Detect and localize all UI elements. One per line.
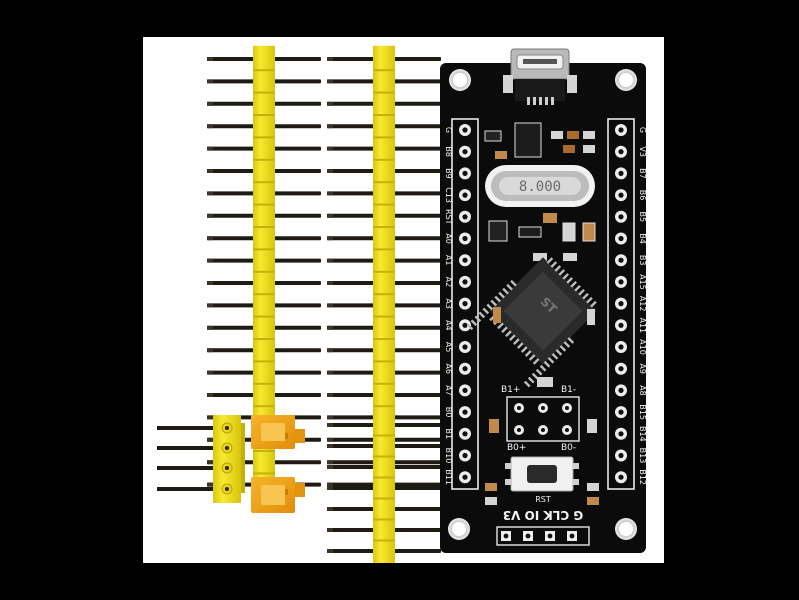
right-pin-label: A12 — [638, 296, 647, 312]
right-pin-label: B3 — [638, 255, 647, 266]
boot-label-b0-plus: B0+ — [507, 443, 526, 453]
right-pin-label: B12 — [638, 469, 647, 485]
reset-label: RST — [535, 495, 551, 504]
stm32-microcontroller: ST — [466, 257, 597, 388]
pin-header-long-middle — [327, 45, 441, 498]
right-pin-label: B15 — [638, 404, 647, 420]
jumper-cap-bottom — [251, 477, 305, 513]
left-pin-label: A3 — [444, 298, 453, 309]
right-pin-label: B13 — [638, 448, 647, 464]
left-pin-label: B0 — [444, 407, 453, 418]
left-pin-label: B8 — [444, 146, 453, 157]
reset-button: RST — [485, 456, 599, 505]
left-pin-label: A1 — [444, 255, 453, 266]
right-angle-pin-header — [157, 415, 245, 503]
swd-header: G CLK IO V3 — [496, 508, 590, 546]
mounting-hole — [615, 518, 637, 540]
pin-header-short — [327, 412, 441, 563]
right-pin-row — [615, 124, 627, 484]
right-pin-label: A11 — [638, 317, 647, 333]
boot-label-b0-minus: B0- — [561, 443, 576, 453]
right-pin-label: A15 — [638, 274, 647, 290]
right-pin-label: B5 — [638, 212, 647, 223]
micro-usb-connector — [503, 48, 577, 105]
right-pin-label: A8 — [638, 385, 647, 396]
voltage-regulator — [488, 213, 596, 261]
left-pin-label: G — [444, 127, 453, 133]
right-pin-label: B4 — [638, 233, 647, 244]
right-pin-label: A9 — [638, 363, 647, 374]
swd-label: G CLK IO V3 — [503, 508, 583, 522]
left-pin-label: C13 — [444, 187, 453, 203]
crystal-label: 8.000 — [519, 179, 561, 195]
mounting-hole — [615, 69, 637, 91]
mounting-hole — [448, 518, 470, 540]
boot-jumper-block: B1+ B1- B0+ B0- — [489, 377, 597, 453]
left-pin-label: B1 — [444, 429, 453, 440]
right-pin-label: A10 — [638, 339, 647, 355]
left-pin-label: RST — [444, 209, 453, 225]
left-pin-label: A4 — [444, 320, 453, 331]
left-pin-label: A0 — [444, 233, 453, 244]
left-pin-label: B10 — [444, 448, 453, 464]
jumper-cap-top — [251, 415, 305, 449]
left-pin-row — [459, 124, 471, 484]
left-pin-label: A6 — [444, 363, 453, 374]
boot-label-b1-minus: B1- — [561, 385, 576, 395]
mounting-hole — [449, 69, 471, 91]
right-pin-label: B14 — [638, 426, 647, 442]
smd-components — [484, 122, 595, 159]
left-pin-label: A5 — [444, 342, 453, 353]
left-pin-label: A2 — [444, 277, 453, 288]
right-pin-label: V3 — [638, 146, 647, 157]
crystal-oscillator: 8.000 — [485, 165, 595, 207]
right-pin-label: B7 — [638, 168, 647, 179]
left-pin-label: A7 — [444, 385, 453, 396]
right-pin-labels: G V3B7B6B5B4B3A15A12A11A10A9A8B15B14B13B1… — [638, 127, 647, 485]
right-pin-label: B6 — [638, 190, 647, 201]
left-pin-label: B9 — [444, 168, 453, 179]
left-pin-label: B11 — [444, 469, 453, 485]
boot-label-b1-plus: B1+ — [501, 385, 520, 395]
right-pin-label: G — [638, 127, 647, 133]
